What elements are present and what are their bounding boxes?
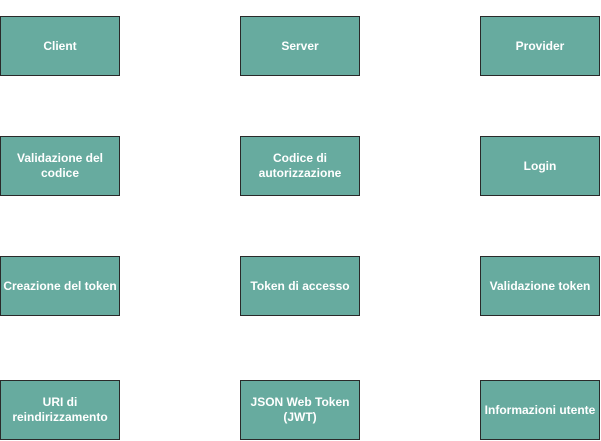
node-informazioni-utente[interactable]: Informazioni utente bbox=[480, 380, 600, 440]
node-client[interactable]: Client bbox=[0, 16, 120, 76]
node-label: Informazioni utente bbox=[484, 402, 596, 417]
node-validazione-del-codice[interactable]: Validazione del codice bbox=[0, 136, 120, 196]
node-label: Validazione del codice bbox=[16, 151, 104, 180]
node-label: URI di reindirizzamento bbox=[12, 395, 108, 424]
node-json-web-token[interactable]: JSON Web Token (JWT) bbox=[240, 380, 360, 440]
node-creazione-del-token[interactable]: Creazione del token bbox=[0, 256, 120, 316]
node-label: Creazione del token bbox=[3, 278, 117, 293]
node-label: Token di accesso bbox=[250, 278, 350, 293]
node-token-di-accesso[interactable]: Token di accesso bbox=[240, 256, 360, 316]
node-validazione-token[interactable]: Validazione token bbox=[480, 256, 600, 316]
node-label: Validazione token bbox=[489, 278, 591, 293]
node-label: Client bbox=[43, 38, 77, 53]
node-label: Login bbox=[523, 158, 557, 173]
node-login[interactable]: Login bbox=[480, 136, 600, 196]
node-label: Codice di autorizzazione bbox=[258, 151, 342, 180]
node-label: Provider bbox=[515, 38, 565, 53]
node-uri-di-reindirizzamento[interactable]: URI di reindirizzamento bbox=[0, 380, 120, 440]
node-label: Server bbox=[281, 38, 319, 53]
node-codice-di-autorizzazione[interactable]: Codice di autorizzazione bbox=[240, 136, 360, 196]
node-server[interactable]: Server bbox=[240, 16, 360, 76]
node-provider[interactable]: Provider bbox=[480, 16, 600, 76]
node-label: JSON Web Token (JWT) bbox=[250, 395, 350, 424]
